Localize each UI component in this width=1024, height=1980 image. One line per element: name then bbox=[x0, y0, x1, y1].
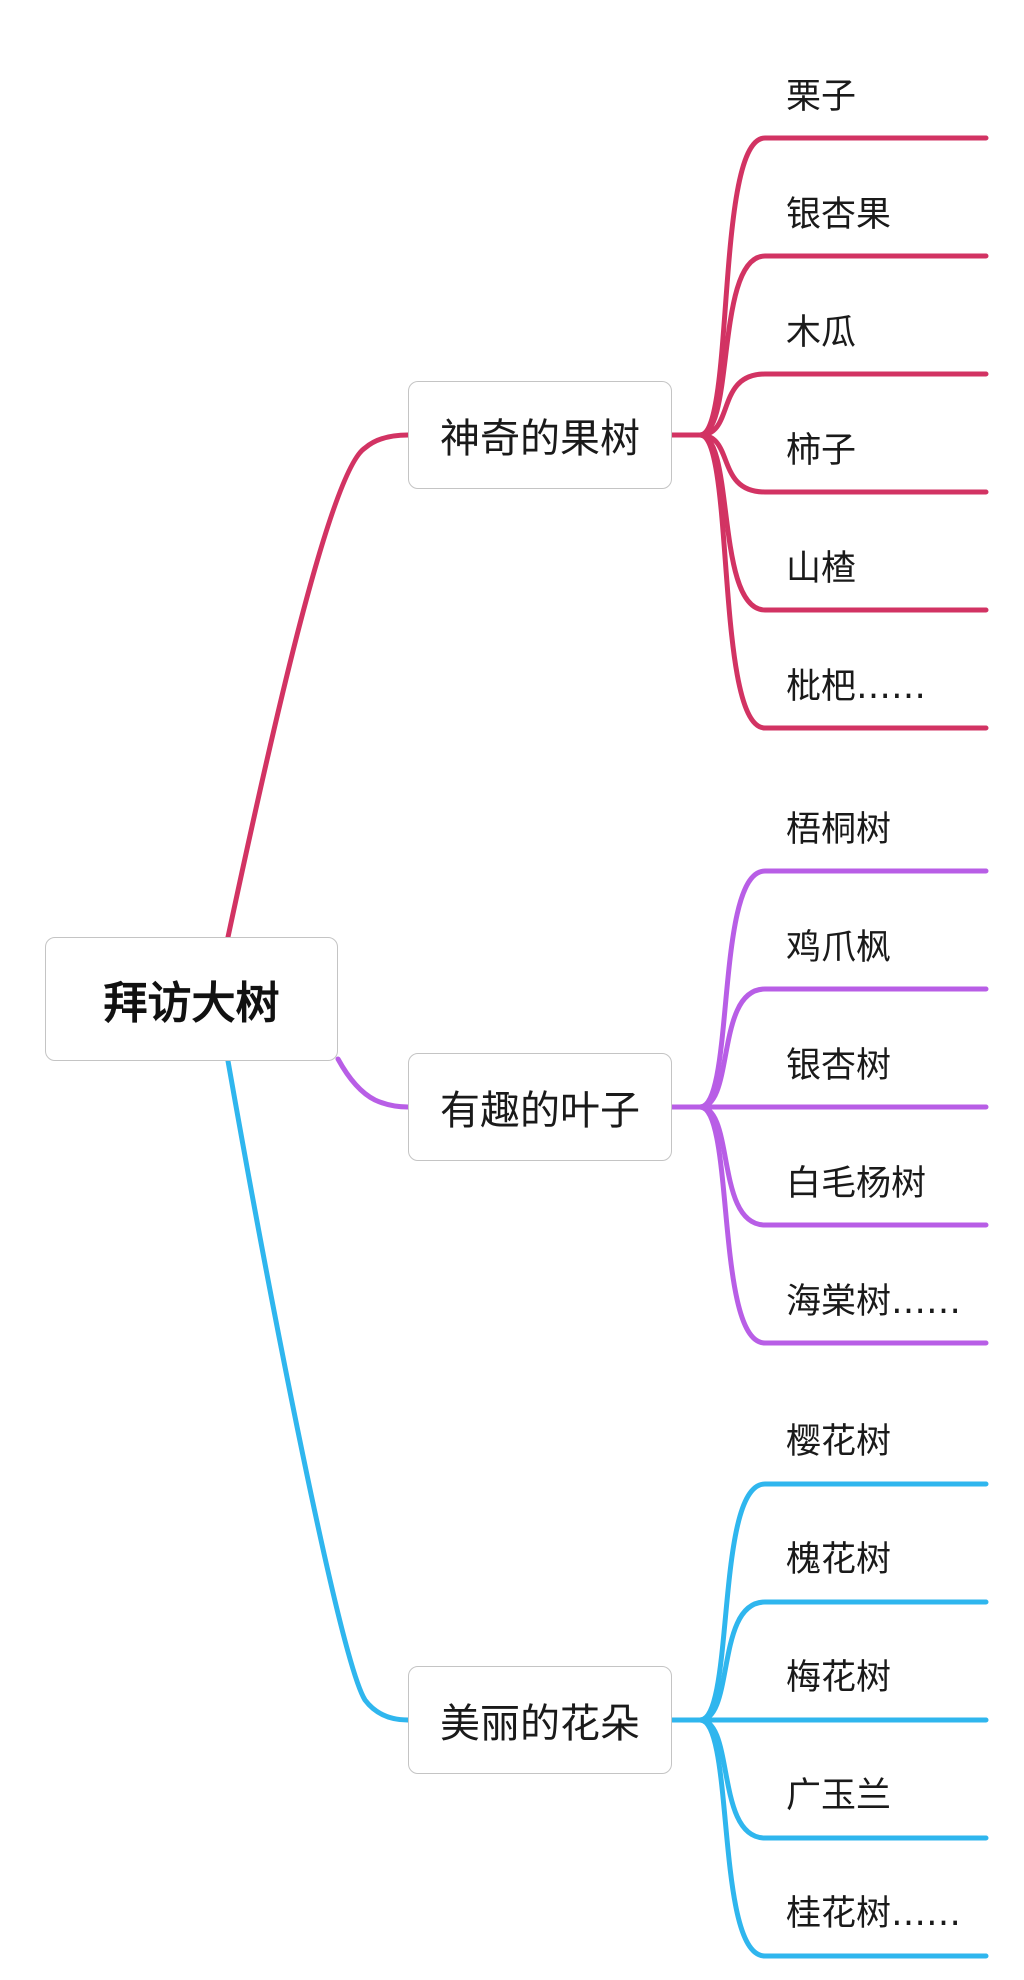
leaf-label[interactable]: 梧桐树 bbox=[786, 810, 892, 850]
leaf-label[interactable]: 银杏果 bbox=[786, 195, 892, 235]
branch-to-leaf-line bbox=[697, 1599, 989, 1723]
branch-to-leaf-line bbox=[697, 986, 989, 1110]
root-to-branch-line bbox=[225, 432, 411, 940]
leaf-label[interactable]: 栗子 bbox=[786, 77, 857, 117]
leaf-label[interactable]: 鸡爪枫 bbox=[786, 928, 892, 968]
leaf-label[interactable]: 广玉兰 bbox=[786, 1776, 892, 1816]
branch-to-leaf-line bbox=[697, 1104, 989, 1346]
branch-to-leaf-line bbox=[697, 253, 989, 438]
branch-to-leaf-line bbox=[697, 371, 989, 438]
leaf-label[interactable]: 山楂 bbox=[786, 549, 857, 589]
branch-label: 有趣的叶子 bbox=[440, 1088, 640, 1134]
leaf-label[interactable]: 梅花树 bbox=[786, 1658, 892, 1698]
branch-to-leaf-line bbox=[697, 1104, 989, 1228]
leaf-label[interactable]: 桂花树…… bbox=[786, 1894, 962, 1934]
leaf-label[interactable]: 木瓜 bbox=[786, 313, 857, 353]
branch-node-flowers[interactable]: 美丽的花朵 bbox=[408, 1666, 672, 1774]
root-to-branch-line bbox=[335, 1056, 411, 1110]
root-to-branch-line bbox=[225, 1058, 411, 1723]
leaf-label[interactable]: 槐花树 bbox=[786, 1540, 892, 1580]
branch-node-fruit-trees[interactable]: 神奇的果树 bbox=[408, 381, 672, 489]
branch-to-leaf-line bbox=[697, 135, 989, 438]
root-label: 拜访大树 bbox=[103, 978, 280, 1029]
branch-to-leaf-line bbox=[697, 1717, 989, 1959]
leaf-label[interactable]: 柿子 bbox=[786, 431, 857, 471]
branch-to-leaf-line bbox=[697, 432, 989, 731]
leaf-label[interactable]: 白毛杨树 bbox=[786, 1164, 927, 1204]
leaf-label[interactable]: 海棠树…… bbox=[786, 1282, 962, 1322]
branch-to-leaf-line bbox=[697, 432, 989, 495]
root-node[interactable]: 拜访大树 bbox=[45, 937, 338, 1061]
leaf-label[interactable]: 樱花树 bbox=[786, 1422, 892, 1462]
leaf-label[interactable]: 枇杷…… bbox=[786, 667, 927, 707]
branch-node-leaves[interactable]: 有趣的叶子 bbox=[408, 1053, 672, 1161]
branch-to-leaf-line bbox=[697, 1717, 989, 1841]
leaf-label[interactable]: 银杏树 bbox=[786, 1046, 892, 1086]
branch-to-leaf-line bbox=[697, 868, 989, 1110]
branch-label: 神奇的果树 bbox=[440, 416, 640, 462]
branch-to-leaf-line bbox=[697, 1481, 989, 1723]
branch-label: 美丽的花朵 bbox=[440, 1701, 640, 1747]
